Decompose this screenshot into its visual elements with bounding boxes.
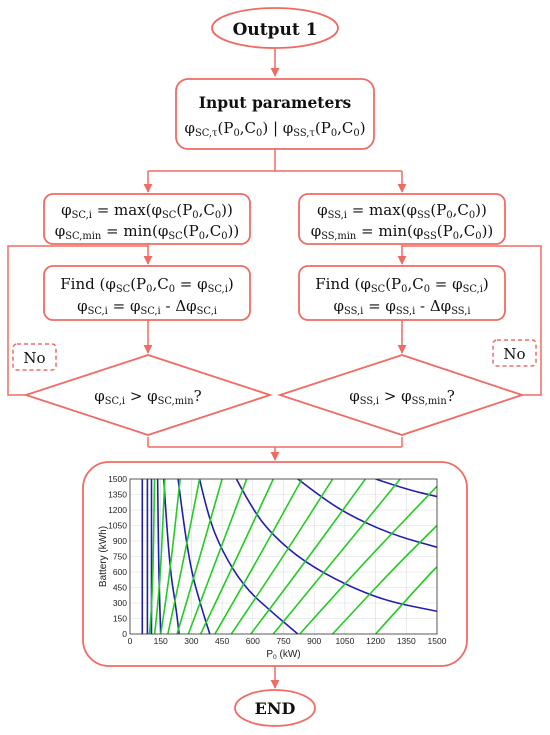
x-tick-label: 600 [246,636,260,646]
left-init-max: φSC,i = max(φSC(P0,C0)) [61,201,233,221]
green-contour-line [250,479,367,634]
left-find-box: Find (φSC(P0,C0 = φSC,i) φSC,i = φSC,i -… [43,265,251,321]
green-contour-line [299,485,437,634]
blue-contour-line [235,479,437,613]
y-tick-label: 600 [113,567,127,577]
x-tick-label: 300 [184,636,198,646]
right-init-min: φSS,min = min(φSS(P0,C0)) [311,222,494,242]
y-tick-label: 450 [113,583,127,593]
plot-frame [129,478,438,635]
x-tick-label: 1350 [397,636,416,646]
left-decision-text: φSC,i > φSC,min? [94,387,201,407]
connectors [7,48,542,689]
green-contour-line [153,479,166,634]
green-contour-line [176,479,223,634]
x-tick-label: 750 [276,636,290,646]
green-contour-line [199,479,274,634]
left-no-label: No [12,343,57,371]
x-tick-label: 450 [215,636,229,646]
start-node: Output 1 [211,7,339,49]
y-tick-label: 750 [113,552,127,562]
green-contour-line [148,479,156,634]
green-contour-line [272,479,401,634]
left-init-min: φSC,min = min(φSC(P0,C0)) [55,222,240,242]
y-axis-label: Battery (kWh) [98,526,109,587]
x-tick-label: 900 [307,636,321,646]
x-tick-label: 0 [128,636,133,646]
end-label: END [255,699,296,718]
left-update-line: φSC,i = φSC,i - ΔφSC,i [77,297,217,317]
right-no-label: No [492,339,537,367]
y-tick-label: 900 [113,536,127,546]
input-formula: φSC,τ(P0,C0) | φSS,τ(P0,C0) [184,119,365,139]
x-tick-label: 1200 [366,636,385,646]
left-find-line: Find (φSC(P0,C0 = φSC,i) [60,275,233,295]
green-contour-line [167,479,201,634]
contour-chart-box: 0 150 300 450 600 750 900 1050 1200 1350 1500 0 150 3… [82,461,468,667]
right-no-loop [402,245,542,396]
blue-contour-line [375,479,437,498]
blue-contour-line [297,479,437,548]
y-tick-label: 1500 [108,474,127,484]
y-tick-label: 0 [122,629,127,639]
start-label: Output 1 [233,20,318,40]
y-tick-label: 300 [113,598,127,608]
x-tick-label: 1050 [335,636,354,646]
x-axis-label: P0 (kW) [266,649,300,661]
left-decision: φSC,i > φSC,min? [23,354,273,436]
blue-contour-line [177,479,211,634]
green-contour-line [230,479,334,634]
blue-contour-line [162,479,180,634]
left-init-box: φSC,i = max(φSC(P0,C0)) φSC,min = min(φS… [43,193,251,245]
right-update-line: φSS,i = φSS,i - ΔφSS,i [333,297,470,317]
right-decision-text: φSS,i > φSS,min? [349,387,455,407]
end-node: END [234,689,316,727]
y-tick-label: 1050 [108,521,127,531]
y-tick-label: 1350 [108,490,127,500]
y-tick-label: 1200 [108,505,127,515]
right-decision: φSS,i > φSS,min? [277,354,525,436]
blue-contour-line [156,479,162,634]
right-find-box: Find (φSC(P0,C0 = φSC,i) φSS,i = φSS,i -… [298,265,506,321]
green-contour-line [332,524,437,634]
contour-chart: 0 150 300 450 600 750 900 1050 1200 1350 1500 0 150 3… [98,474,447,661]
green-contour-line [187,479,248,634]
input-title: Input parameters [199,93,352,112]
green-contour-line [375,566,437,634]
blue-contour-line [198,479,299,634]
right-find-line: Find (φSC(P0,C0 = φSC,i) [315,275,488,295]
green-contour-line [214,479,303,634]
x-tick-label: 150 [154,636,168,646]
right-init-max: φSS,i = max(φSS(P0,C0)) [317,201,487,221]
svg-text:No: No [503,345,525,363]
left-no-loop [7,245,148,396]
green-contour-line [159,479,181,634]
input-parameters-box: Input parameters φSC,τ(P0,C0) | φSS,τ(P0… [175,78,375,150]
right-init-box: φSS,i = max(φSS(P0,C0)) φSS,min = min(φS… [298,193,506,245]
y-tick-label: 150 [113,614,127,624]
svg-text:No: No [23,349,45,367]
x-tick-label: 1500 [428,636,447,646]
